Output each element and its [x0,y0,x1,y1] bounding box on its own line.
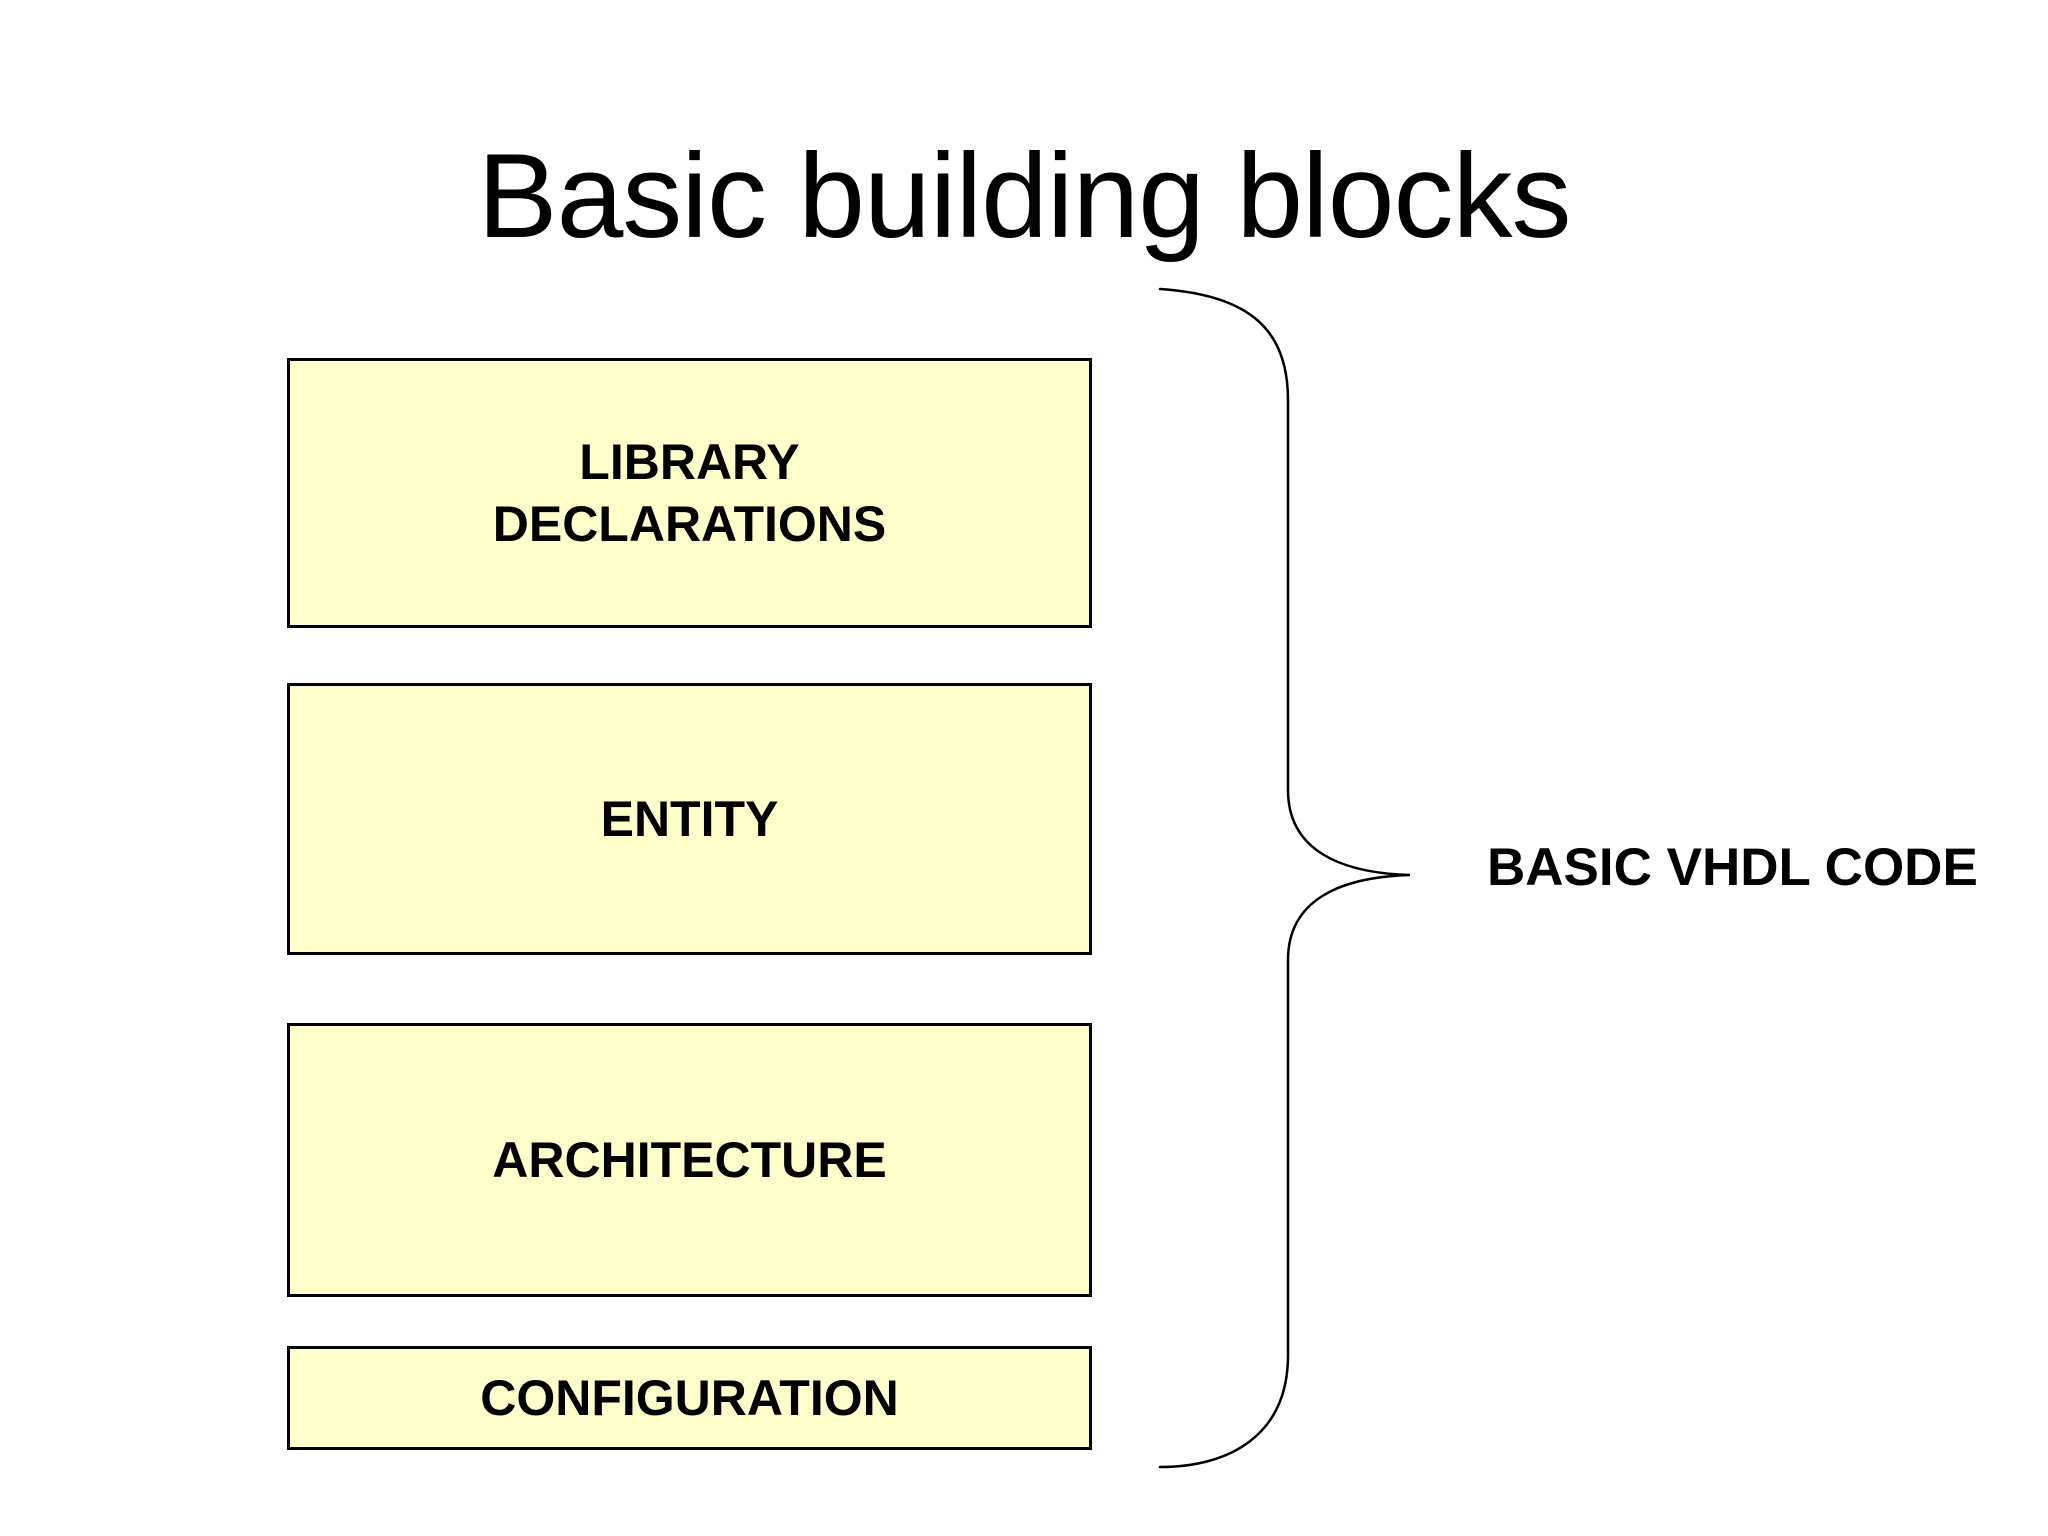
curly-brace-icon [1158,287,1411,1469]
block-label: LIBRARY DECLARATIONS [492,434,887,552]
block-label: CONFIGURATION [480,1370,899,1426]
block-entity: ENTITY [287,683,1092,955]
block-library-declarations: LIBRARY DECLARATIONS [287,358,1092,628]
block-configuration: CONFIGURATION [287,1346,1092,1450]
block-architecture: ARCHITECTURE [287,1023,1092,1297]
block-label: ARCHITECTURE [492,1132,887,1188]
brace-label: BASIC VHDL CODE [1487,838,1978,897]
slide-title: Basic building blocks [477,129,1572,263]
block-label: ENTITY [600,791,779,847]
